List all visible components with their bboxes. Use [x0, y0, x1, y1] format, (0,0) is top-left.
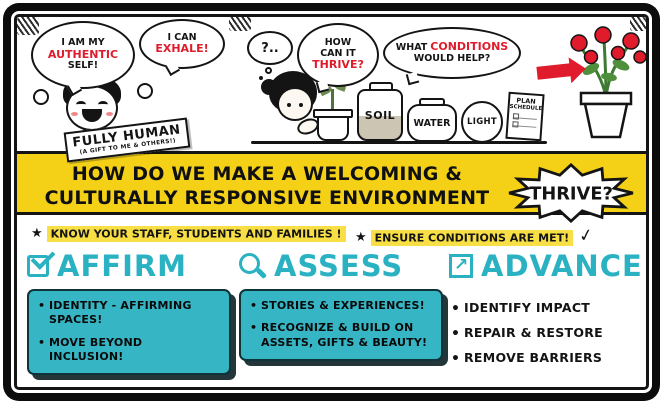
speech-bubble-exhale: I CAN EXHALE!: [139, 19, 225, 77]
star-icon: ★: [31, 226, 43, 241]
light-circle: LIGHT: [461, 101, 503, 143]
observer-eye: [299, 103, 303, 107]
list-item: RECOGNIZE & BUILD ON ASSETS, GIFTS & BEA…: [250, 321, 432, 350]
assess-bullet-list: STORIES & EXPERIENCES! RECOGNIZE & BUILD…: [250, 299, 432, 350]
observer-eye: [287, 103, 291, 107]
bubble-emphasis: AUTHENTIC: [47, 47, 119, 61]
column-advance-header: ADVANCE: [449, 249, 646, 283]
kid-hand: [33, 89, 49, 105]
seedling-pot-rim: [313, 109, 353, 118]
thought-text: ?..: [261, 40, 279, 56]
strip-item-know-your-staff: ★KNOW YOUR STAFF, STUDENTS AND FAMILIES …: [31, 225, 346, 242]
kid-mouth: [82, 109, 102, 122]
thriving-plant-drawing: [570, 26, 646, 139]
bubble-emphasis: EXHALE!: [155, 42, 209, 56]
bubble-line: SELF!: [67, 60, 99, 72]
bubble-emphasis: THRIVE?: [312, 58, 364, 72]
bubble-line: I AM MY: [61, 37, 105, 49]
column-affirm-header: AFFIRM: [27, 249, 231, 283]
kid-hand: [137, 83, 153, 99]
scribble-shading: [17, 17, 39, 35]
affirm-box: IDENTITY - AFFIRMING SPACES! MOVE BEYOND…: [27, 289, 231, 376]
observer-face: [277, 87, 313, 121]
light-label: LIGHT: [467, 117, 497, 127]
bubble-line: WHAT CONDITIONS: [396, 41, 508, 54]
column-affirm: AFFIRM IDENTITY - AFFIRMING SPACES! MOVE…: [27, 249, 231, 376]
star-icon: ★: [355, 230, 367, 245]
thrive-burst: THRIVE?: [500, 162, 642, 224]
bubble-text: WHAT: [395, 42, 428, 54]
checkmark-icon: ✓: [577, 224, 596, 248]
list-item: IDENTIFY IMPACT: [451, 295, 646, 323]
column-heading: ADVANCE: [481, 249, 643, 283]
scribble-shading: [229, 17, 251, 31]
advance-bullet-list: IDENTIFY IMPACT REPAIR & RESTORE REMOVE …: [449, 295, 646, 373]
bubble-tail: [164, 60, 181, 77]
list-item: MOVE BEYOND INCLUSION!: [38, 336, 220, 365]
column-assess-header: ASSESS: [239, 249, 443, 283]
checkbox-icon: [27, 255, 49, 277]
soil-jar: SOIL: [357, 89, 403, 141]
bubble-line: I CAN: [167, 31, 197, 43]
column-assess: ASSESS STORIES & EXPERIENCES! RECOGNIZE …: [239, 249, 443, 361]
poster-canvas: I AM MY AUTHENTIC SELF! I CAN EXHALE! ?.…: [14, 14, 649, 390]
checklist-row: [512, 121, 537, 128]
bubble-emphasis: CONDITIONS: [430, 40, 509, 54]
kid-blush: [106, 112, 113, 116]
water-jar: WATER: [407, 104, 457, 142]
bubble-line: WOULD HELP?: [413, 53, 491, 64]
thought-bubble: ?..: [247, 31, 293, 80]
conditions-strip: ★KNOW YOUR STAFF, STUDENTS AND FAMILIES …: [17, 221, 646, 247]
observer-figure: [261, 71, 327, 145]
bubble-line: CAN IT: [320, 47, 356, 59]
table-surface-line: [251, 141, 547, 144]
title-line-2: CULTURALLY RESPONSIVE ENVIRONMENT: [44, 187, 490, 210]
title-line-1: HOW DO WE MAKE A WELCOMING &: [71, 163, 463, 185]
assess-box: STORIES & EXPERIENCES! RECOGNIZE & BUILD…: [239, 289, 443, 361]
schedule-label: SCHEDULE: [509, 104, 543, 113]
kid-blush: [71, 112, 78, 116]
seedling-pot: [317, 115, 349, 141]
speech-bubble-authentic: I AM MY AUTHENTIC SELF!: [31, 21, 135, 97]
speech-bubble-thrive: HOW CAN IT THRIVE?: [297, 23, 379, 94]
column-advance: ADVANCE IDENTIFY IMPACT REPAIR & RESTORE…: [449, 249, 646, 373]
rising-chart-icon: [449, 254, 473, 278]
page-title: HOW DO WE MAKE A WELCOMING & CULTURALLY …: [21, 162, 513, 211]
list-item: REMOVE BARRIERS: [451, 345, 646, 373]
thought-dot: [265, 67, 272, 74]
strip-item-ensure-conditions: ★ENSURE CONDITIONS ARE MET!✓: [355, 224, 596, 248]
thriving-plant: [561, 23, 646, 141]
list-item: IDENTITY - AFFIRMING SPACES!: [38, 299, 220, 328]
action-columns: AFFIRM IDENTITY - AFFIRMING SPACES! MOVE…: [17, 249, 646, 387]
bubble-tail: [405, 71, 420, 86]
affirm-bullet-list: IDENTITY - AFFIRMING SPACES! MOVE BEYOND…: [38, 299, 220, 364]
magnifier-icon: [239, 252, 266, 280]
plan-schedule-card: PLAN SCHEDULE: [505, 91, 545, 142]
kid-eye: [76, 101, 86, 108]
column-heading: ASSESS: [274, 249, 404, 283]
list-item: REPAIR & RESTORE: [451, 320, 646, 348]
bubble-line: HOW: [324, 37, 352, 49]
strip-item-text: ENSURE CONDITIONS ARE MET!: [370, 229, 574, 246]
scribble-shading: [630, 17, 646, 31]
soil-label: SOIL: [364, 108, 396, 122]
column-heading: AFFIRM: [57, 249, 188, 283]
water-label: WATER: [413, 117, 451, 129]
burst-label: THRIVE?: [529, 184, 613, 205]
checklist-row: [512, 113, 538, 121]
strip-item-text: KNOW YOUR STAFF, STUDENTS AND FAMILIES !: [46, 225, 346, 242]
list-item: STORIES & EXPERIENCES!: [250, 299, 432, 314]
thought-dot: [259, 76, 263, 80]
kid-eye: [98, 101, 108, 108]
speech-bubble-conditions: WHAT CONDITIONS WOULD HELP?: [383, 27, 521, 86]
seedling-stem: [331, 89, 334, 110]
burst-shape: THRIVE?: [508, 162, 634, 224]
